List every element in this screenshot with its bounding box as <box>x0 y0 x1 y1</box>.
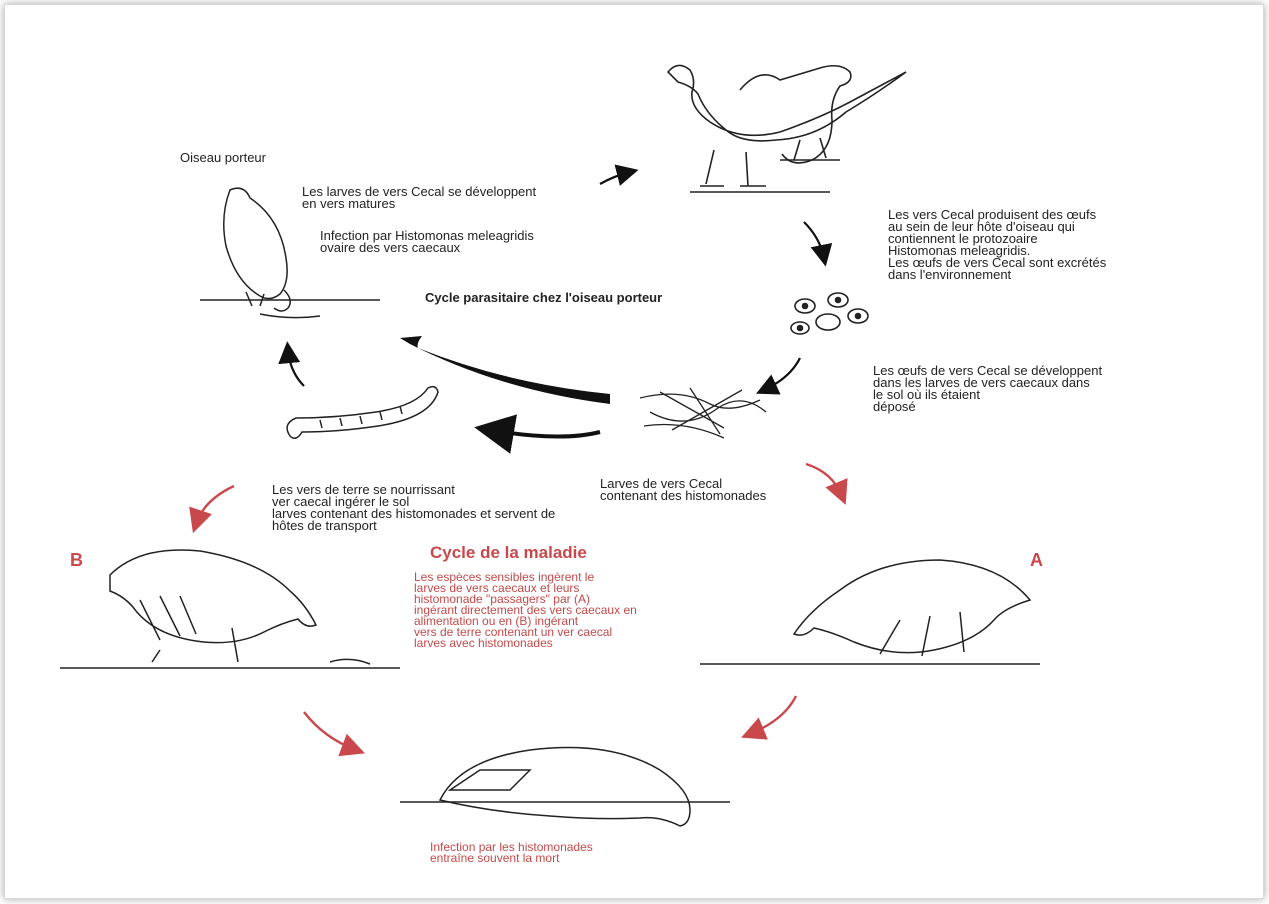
label-earthworms: Les vers de terre se nourrissant ver cae… <box>272 484 555 532</box>
arrow-to-larvae <box>764 358 800 390</box>
label-parasite-cycle: Cycle parasitaire chez l'oiseau porteur <box>425 292 662 304</box>
label-worms-produce-eggs: Les vers Cecal produisent des œufs au se… <box>888 209 1106 281</box>
label-infection-death: Infection par les histomonades entraîne … <box>430 842 593 864</box>
arrow-to-eggs <box>804 222 824 258</box>
larvae-tangle-illustration <box>640 388 766 438</box>
label-larvae-develop: Les larves de vers Cecal se développent … <box>302 186 536 210</box>
dying-bird-illustration <box>400 748 730 827</box>
pheasant-pair-illustration <box>668 65 906 192</box>
earthworm-illustration <box>287 387 438 439</box>
label-carrier-bird: Oiseau porteur <box>180 152 266 164</box>
big-arrow-to-carrier <box>400 336 610 404</box>
label-letter-a: A <box>1030 550 1043 571</box>
bird-b-illustration <box>60 550 400 668</box>
label-letter-b: B <box>70 550 83 571</box>
arrow-to-pheasants <box>600 172 630 184</box>
bird-a-illustration <box>700 560 1040 664</box>
label-disease-cycle: Cycle de la maladie <box>430 544 587 562</box>
label-larvae-containing: Larves de vers Cecal contenant des histo… <box>600 478 766 502</box>
label-infection-ovary: Infection par Histomonas meleagridis ova… <box>320 230 534 254</box>
label-eggs-develop: Les œufs de vers Cecal se développent da… <box>873 365 1102 413</box>
label-susceptible-species: Les espèces sensibles ingèrent le larves… <box>414 572 637 649</box>
arrow-to-earthworm <box>490 430 600 437</box>
arrow-to-carrier <box>288 350 304 386</box>
eggs-illustration <box>791 293 868 334</box>
